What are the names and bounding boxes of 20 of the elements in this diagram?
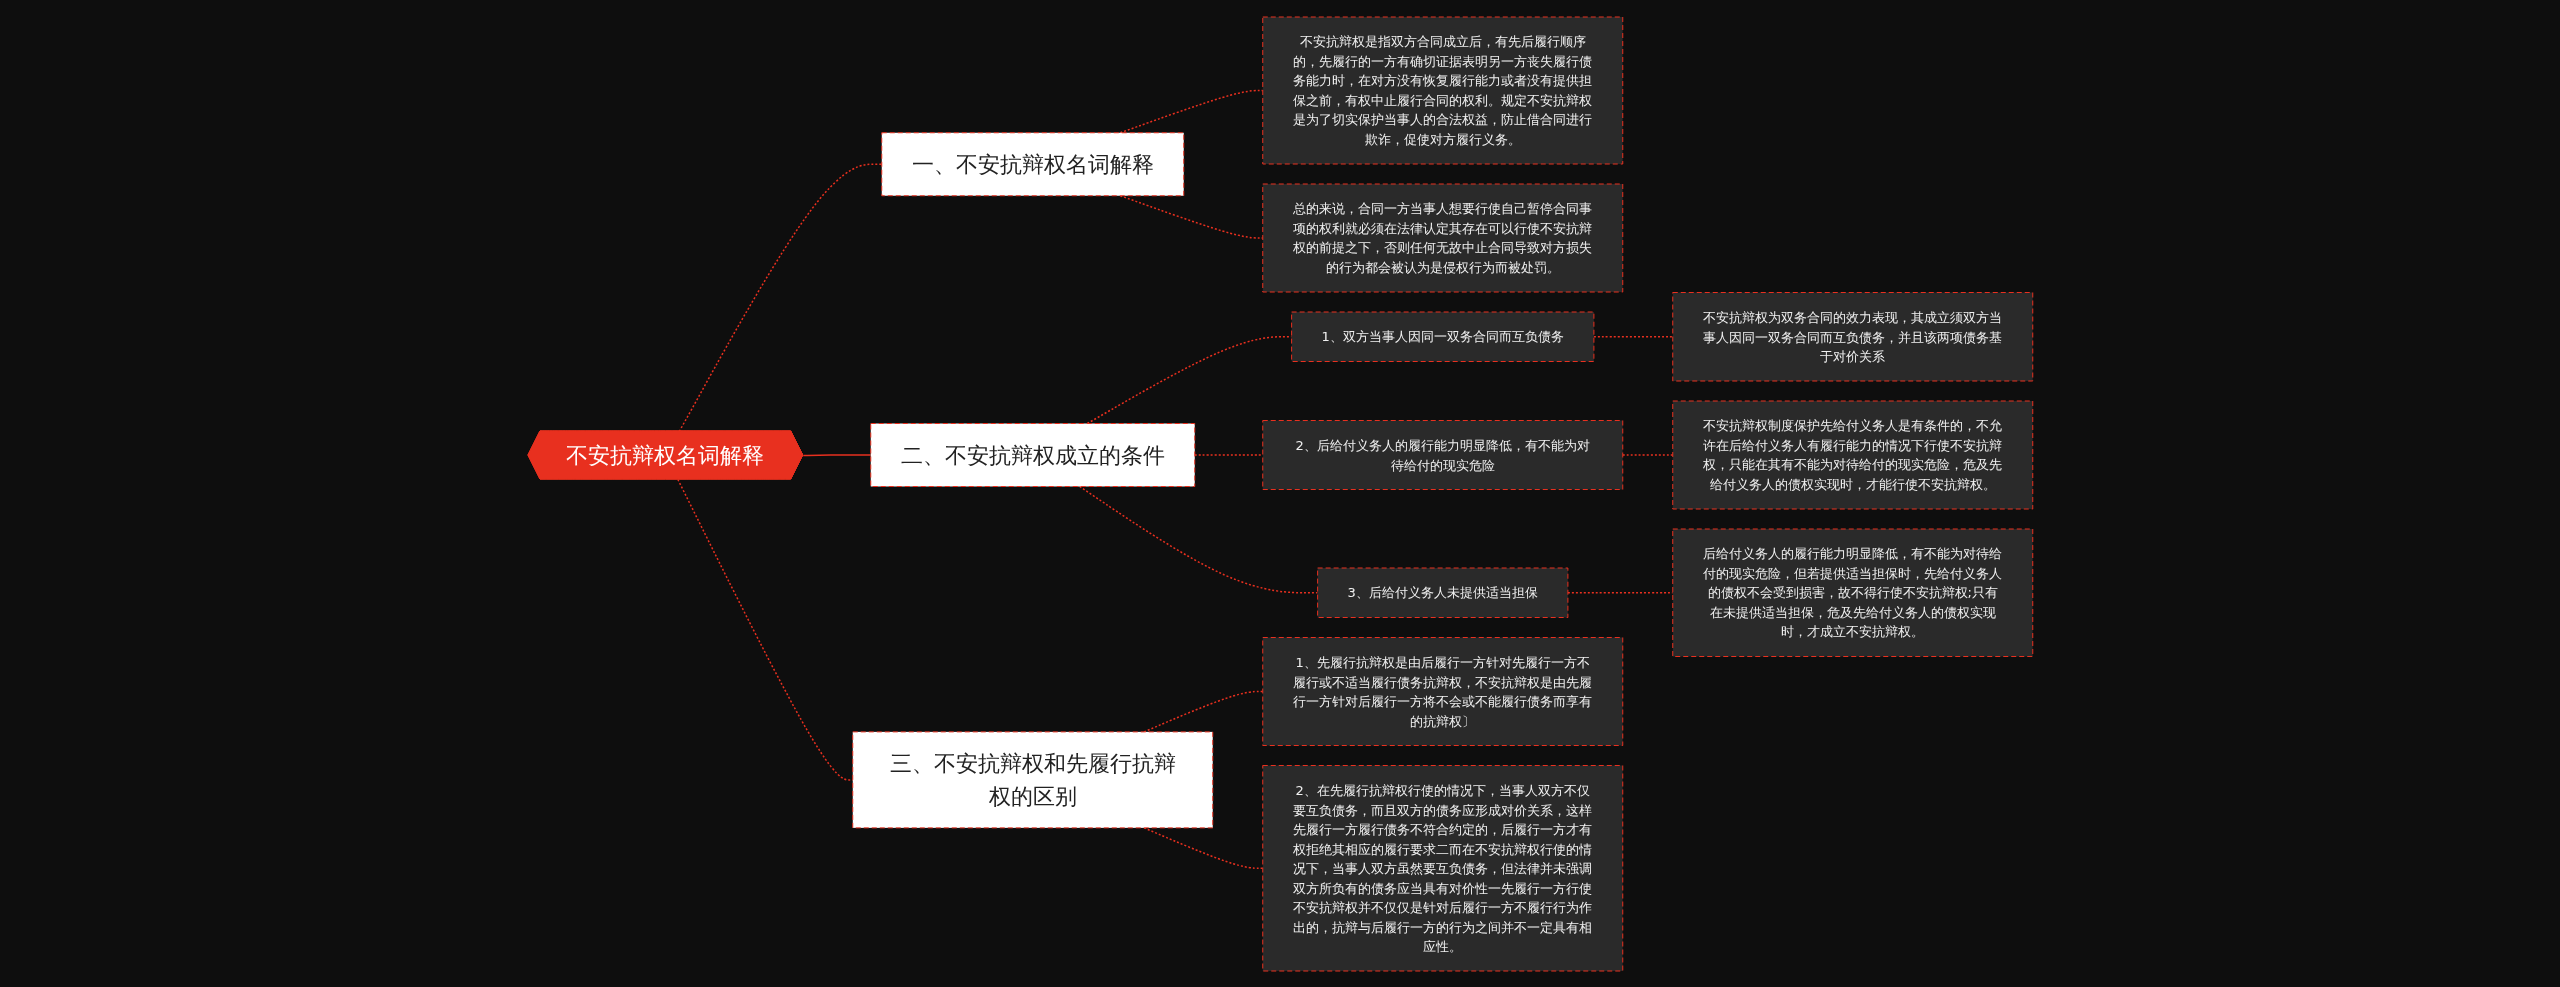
node-box: 不安抗辩权是指双方合同成立后，有先后履行顺序的，先履行的一方有确切证据表明另一方丧失履行债务能力时，在对方没有恢复履行能力或者没有提供担保之前，有权中止履行合同的权利。规定不安抗辩权是为了切实保护当事人的合法权益，防止借合同进行欺诈，促使对方履行义务。 <box>1261 16 1623 164</box>
node-box: 后给付义务人的履行能力明显降低，有不能为对待给付的现实危险，但若提供适当担保时，先给付义务人的债权不会受到损害，故不得行使不安抗辩权;只有在未提供适当担保，危及先给付义务人的债权实现时，才成立不安抗辩权。 <box>1671 528 2033 657</box>
connector <box>802 453 872 456</box>
node-box: 1、双方当事人因同一双务合同而互负债务 <box>1290 311 1594 362</box>
node-box: 二、不安抗辩权成立的条件 <box>869 422 1195 487</box>
node-box: 2、在先履行抗辩权行使的情况下，当事人双方不仅要互负债务，而且双方的债务应形成对价关系，这样先履行一方履行债务不符合约定的，后履行一方才有权拒绝其相应的履行要求二而在不安抗辩权行使的情况下，当事人双方虽然要互负债务，但法律并未强调双方所负有的债务应当具有对价性一先履行一方行使不安抗辩权并不仅仅是针对后履行一方不履行行为作出的，抗辩与后履行一方的行为之间并不一定具有相应性。 <box>1261 764 1623 971</box>
node-box: 总的来说，合同一方当事人想要行使自己暂停合同事项的权利就必须在法律认定其存在可以行使不安抗辩权的前提之下，否则任何无故中止合同导致对方损失的行为都会被认为是侵权行为而被处罚。 <box>1261 183 1623 292</box>
connector <box>1193 453 1264 456</box>
connector <box>676 478 854 781</box>
node-box: 一、不安抗辩权名词解释 <box>880 131 1184 196</box>
node-box: 1、先履行抗辩权是由后履行一方针对先履行一方不履行或不适当履行债务抗辩权，不安抗辩权是由先履行一方针对后履行一方将不会或不能履行债务而享有的抗辩权〕 <box>1261 636 1623 746</box>
connector <box>1086 335 1292 424</box>
node-box: 2、后给付义务人的履行能力明显降低，有不能为对待给付的现实危险 <box>1261 419 1623 490</box>
node-box: 3、后给付义务人未提供适当担保 <box>1316 567 1568 618</box>
node-box: 不安抗辩权为双务合同的效力表现，其成立须双方当事人因同一双务合同而互负债务，并且该两项债务基于对价关系 <box>1671 291 2033 381</box>
connector <box>1592 335 1674 337</box>
node-box: 三、不安抗辩权和先履行抗辩权的区别 <box>851 730 1213 828</box>
node-box: 不安抗辩权制度保护先给付义务人是有条件的，不允许在后给付义务人有履行能力的情况下行使不安抗辩权，只能在其有不能为对待给付的现实危险，危及先给付义务人的债权实现时，才能行使不安抗辩权。 <box>1671 400 2033 509</box>
connector <box>1078 485 1318 593</box>
connector <box>1621 453 1674 456</box>
